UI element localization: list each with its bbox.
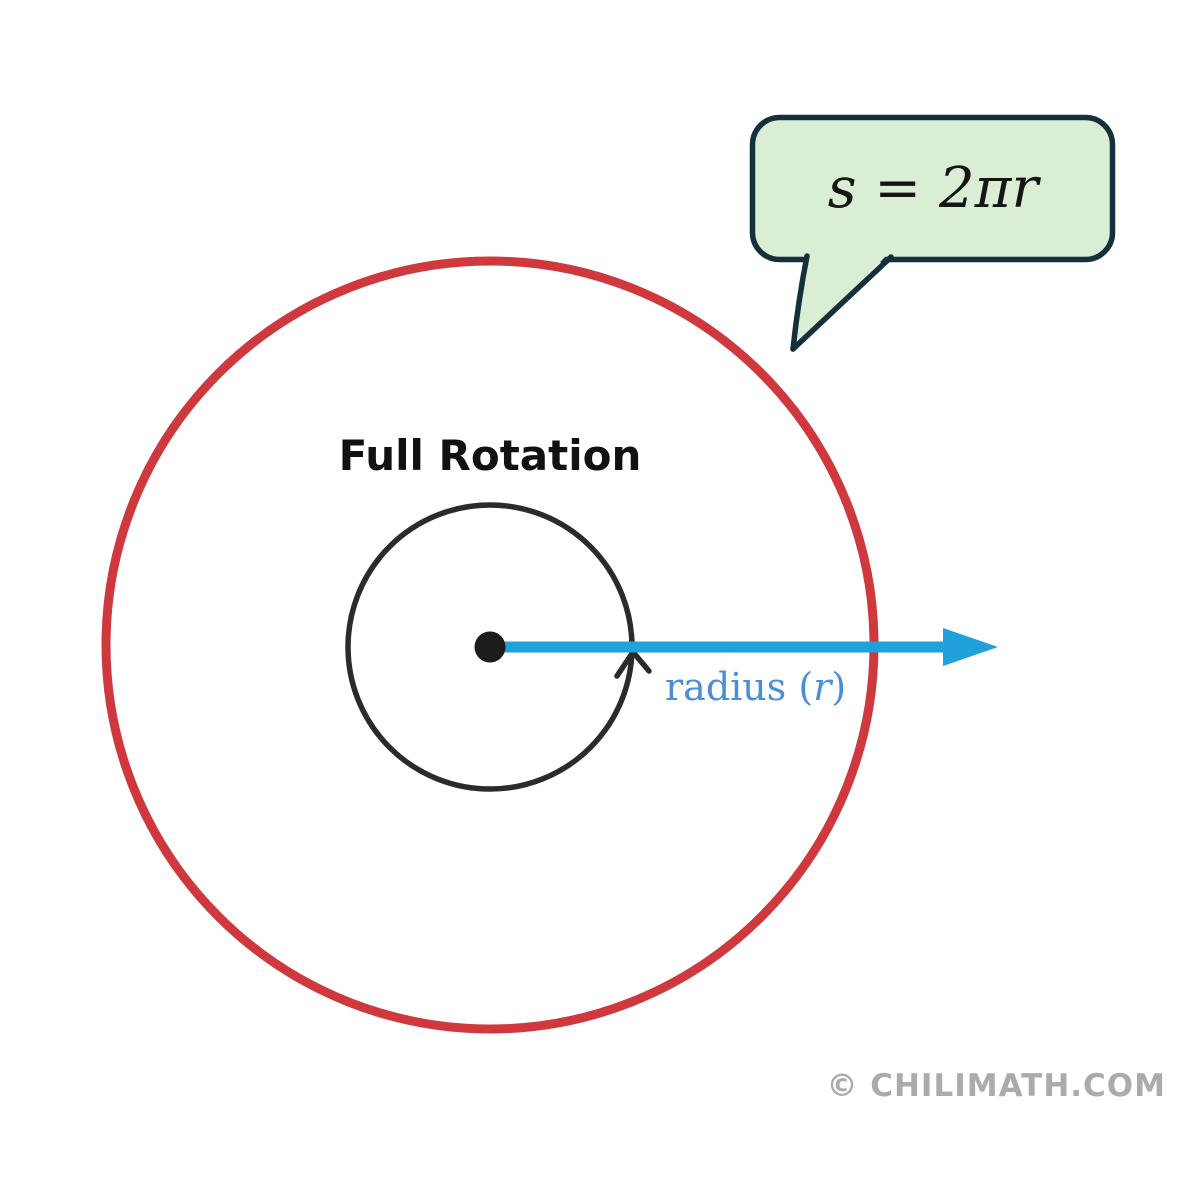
- center-point: [474, 631, 506, 663]
- radius-label-close: ): [831, 665, 846, 709]
- callout-tail-left-edge: [790, 253, 810, 352]
- radius-label: radius (r): [665, 665, 846, 709]
- formula-callout: s = 2πr: [749, 114, 1116, 352]
- radius-label-var: r: [813, 665, 834, 709]
- formula-text: s = 2πr: [828, 156, 1042, 221]
- full-rotation-label: Full Rotation: [339, 431, 642, 480]
- radius-label-word: radius (: [665, 665, 813, 709]
- watermark: © CHILIMATH.COM: [826, 1068, 1166, 1104]
- callout-tail-right-edge: [790, 254, 894, 352]
- callout-bubble: [749, 114, 1116, 263]
- radius-arrowhead-icon: [943, 628, 998, 666]
